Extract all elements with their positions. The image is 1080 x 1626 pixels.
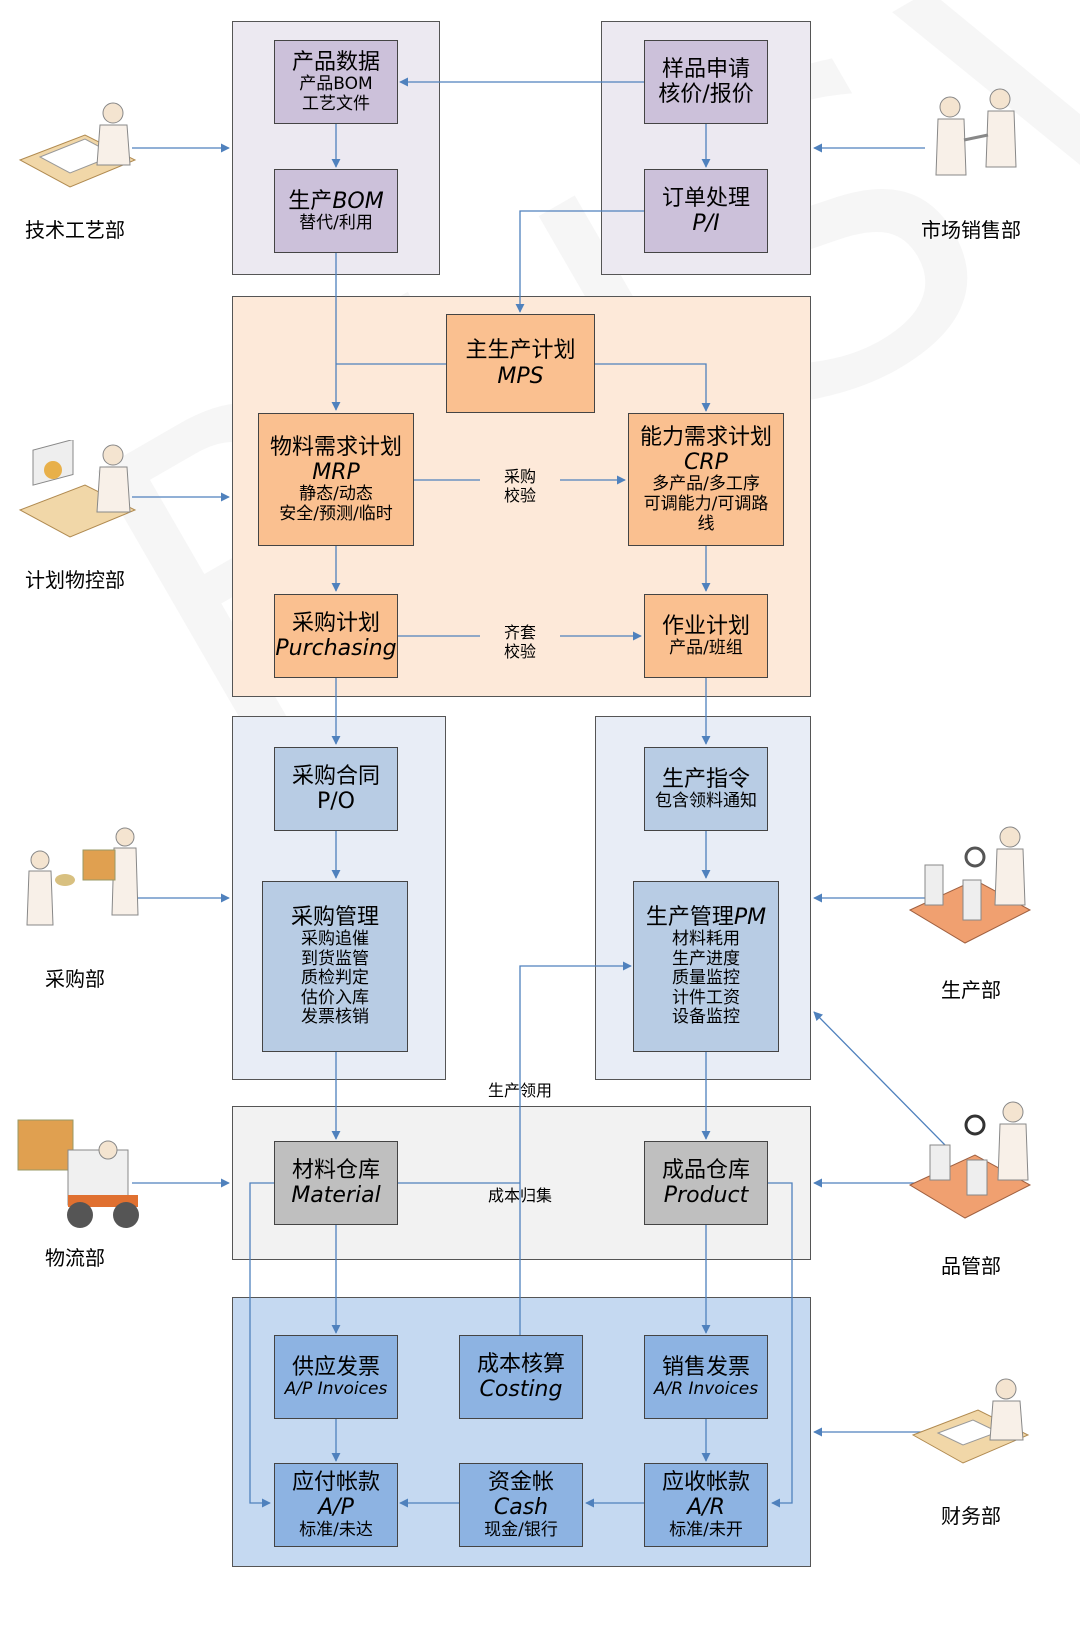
box-product-data: 产品数据 产品BOM 工艺文件 <box>274 40 398 124</box>
box-crp: 能力需求计划 CRP 多产品/多工序 可调能力/可调路 线 <box>628 413 784 546</box>
box-accounts-receivable: 应收帐款 A/R 标准/未开 <box>644 1463 768 1547</box>
label-production-use: 生产领用 <box>487 1081 552 1100</box>
label-cost-collection: 成本归集 <box>487 1186 552 1205</box>
box-production-bom: 生产BOM 替代/利用 <box>274 169 398 253</box>
arrow-quality-pm <box>813 1011 946 1146</box>
box-sample-request: 样品申请 核价/报价 <box>644 40 768 124</box>
purchase-dept-icon <box>26 827 139 926</box>
dept-logistics: 物流部 <box>45 1246 105 1270</box>
box-mps: 主生产计划 MPS <box>446 314 595 413</box>
dept-tech: 技术工艺部 <box>25 218 125 242</box>
box-product-warehouse: 成品仓库 Product <box>644 1141 768 1225</box>
box-purchase-contract: 采购合同 P/O <box>274 747 398 831</box>
box-purchasing-plan: 采购计划 Purchasing <box>274 594 398 678</box>
dept-production: 生产部 <box>941 978 1001 1002</box>
box-purchase-management: 采购管理 采购追催 到货监管 质检判定 估价入库 发票核销 <box>262 881 408 1052</box>
dept-purchase: 采购部 <box>45 967 105 991</box>
label-purchase-check: 采购 校验 <box>480 467 560 506</box>
box-material-warehouse: 材料仓库 Material <box>274 1141 398 1225</box>
box-production-order: 生产指令 包含领料通知 <box>644 747 768 831</box>
dept-planning: 计划物控部 <box>25 568 125 592</box>
dept-sales: 市场销售部 <box>921 218 1021 242</box>
box-ap-invoices: 供应发票 A/P Invoices <box>274 1335 398 1419</box>
dept-quality: 品管部 <box>941 1254 1001 1278</box>
production-dept-icon <box>908 826 1032 944</box>
sales-dept-icon <box>935 88 1017 176</box>
tech-dept-icon <box>18 102 137 188</box>
box-production-management: 生产管理PM 材料耗用 生产进度 质量监控 计件工资 设备监控 <box>633 881 779 1052</box>
box-accounts-payable: 应付帐款 A/P 标准/未达 <box>274 1463 398 1547</box>
planning-dept-icon <box>18 440 137 538</box>
dept-finance: 财务部 <box>941 1504 1001 1528</box>
box-mrp: 物料需求计划 MRP 静态/动态 安全/预测/临时 <box>258 413 414 546</box>
logistics-dept-icon <box>17 1119 139 1228</box>
finance-dept-icon <box>911 1378 1030 1464</box>
quality-dept-icon <box>908 1101 1032 1219</box>
box-cash-account: 资金帐 Cash 现金/银行 <box>459 1463 583 1547</box>
label-kitting-check: 齐套 校验 <box>480 623 560 662</box>
box-order-processing: 订单处理 P/I <box>644 169 768 253</box>
box-job-plan: 作业计划 产品/班组 <box>644 594 768 678</box>
box-costing: 成本核算 Costing <box>459 1335 583 1419</box>
box-ar-invoices: 销售发票 A/R Invoices <box>644 1335 768 1419</box>
